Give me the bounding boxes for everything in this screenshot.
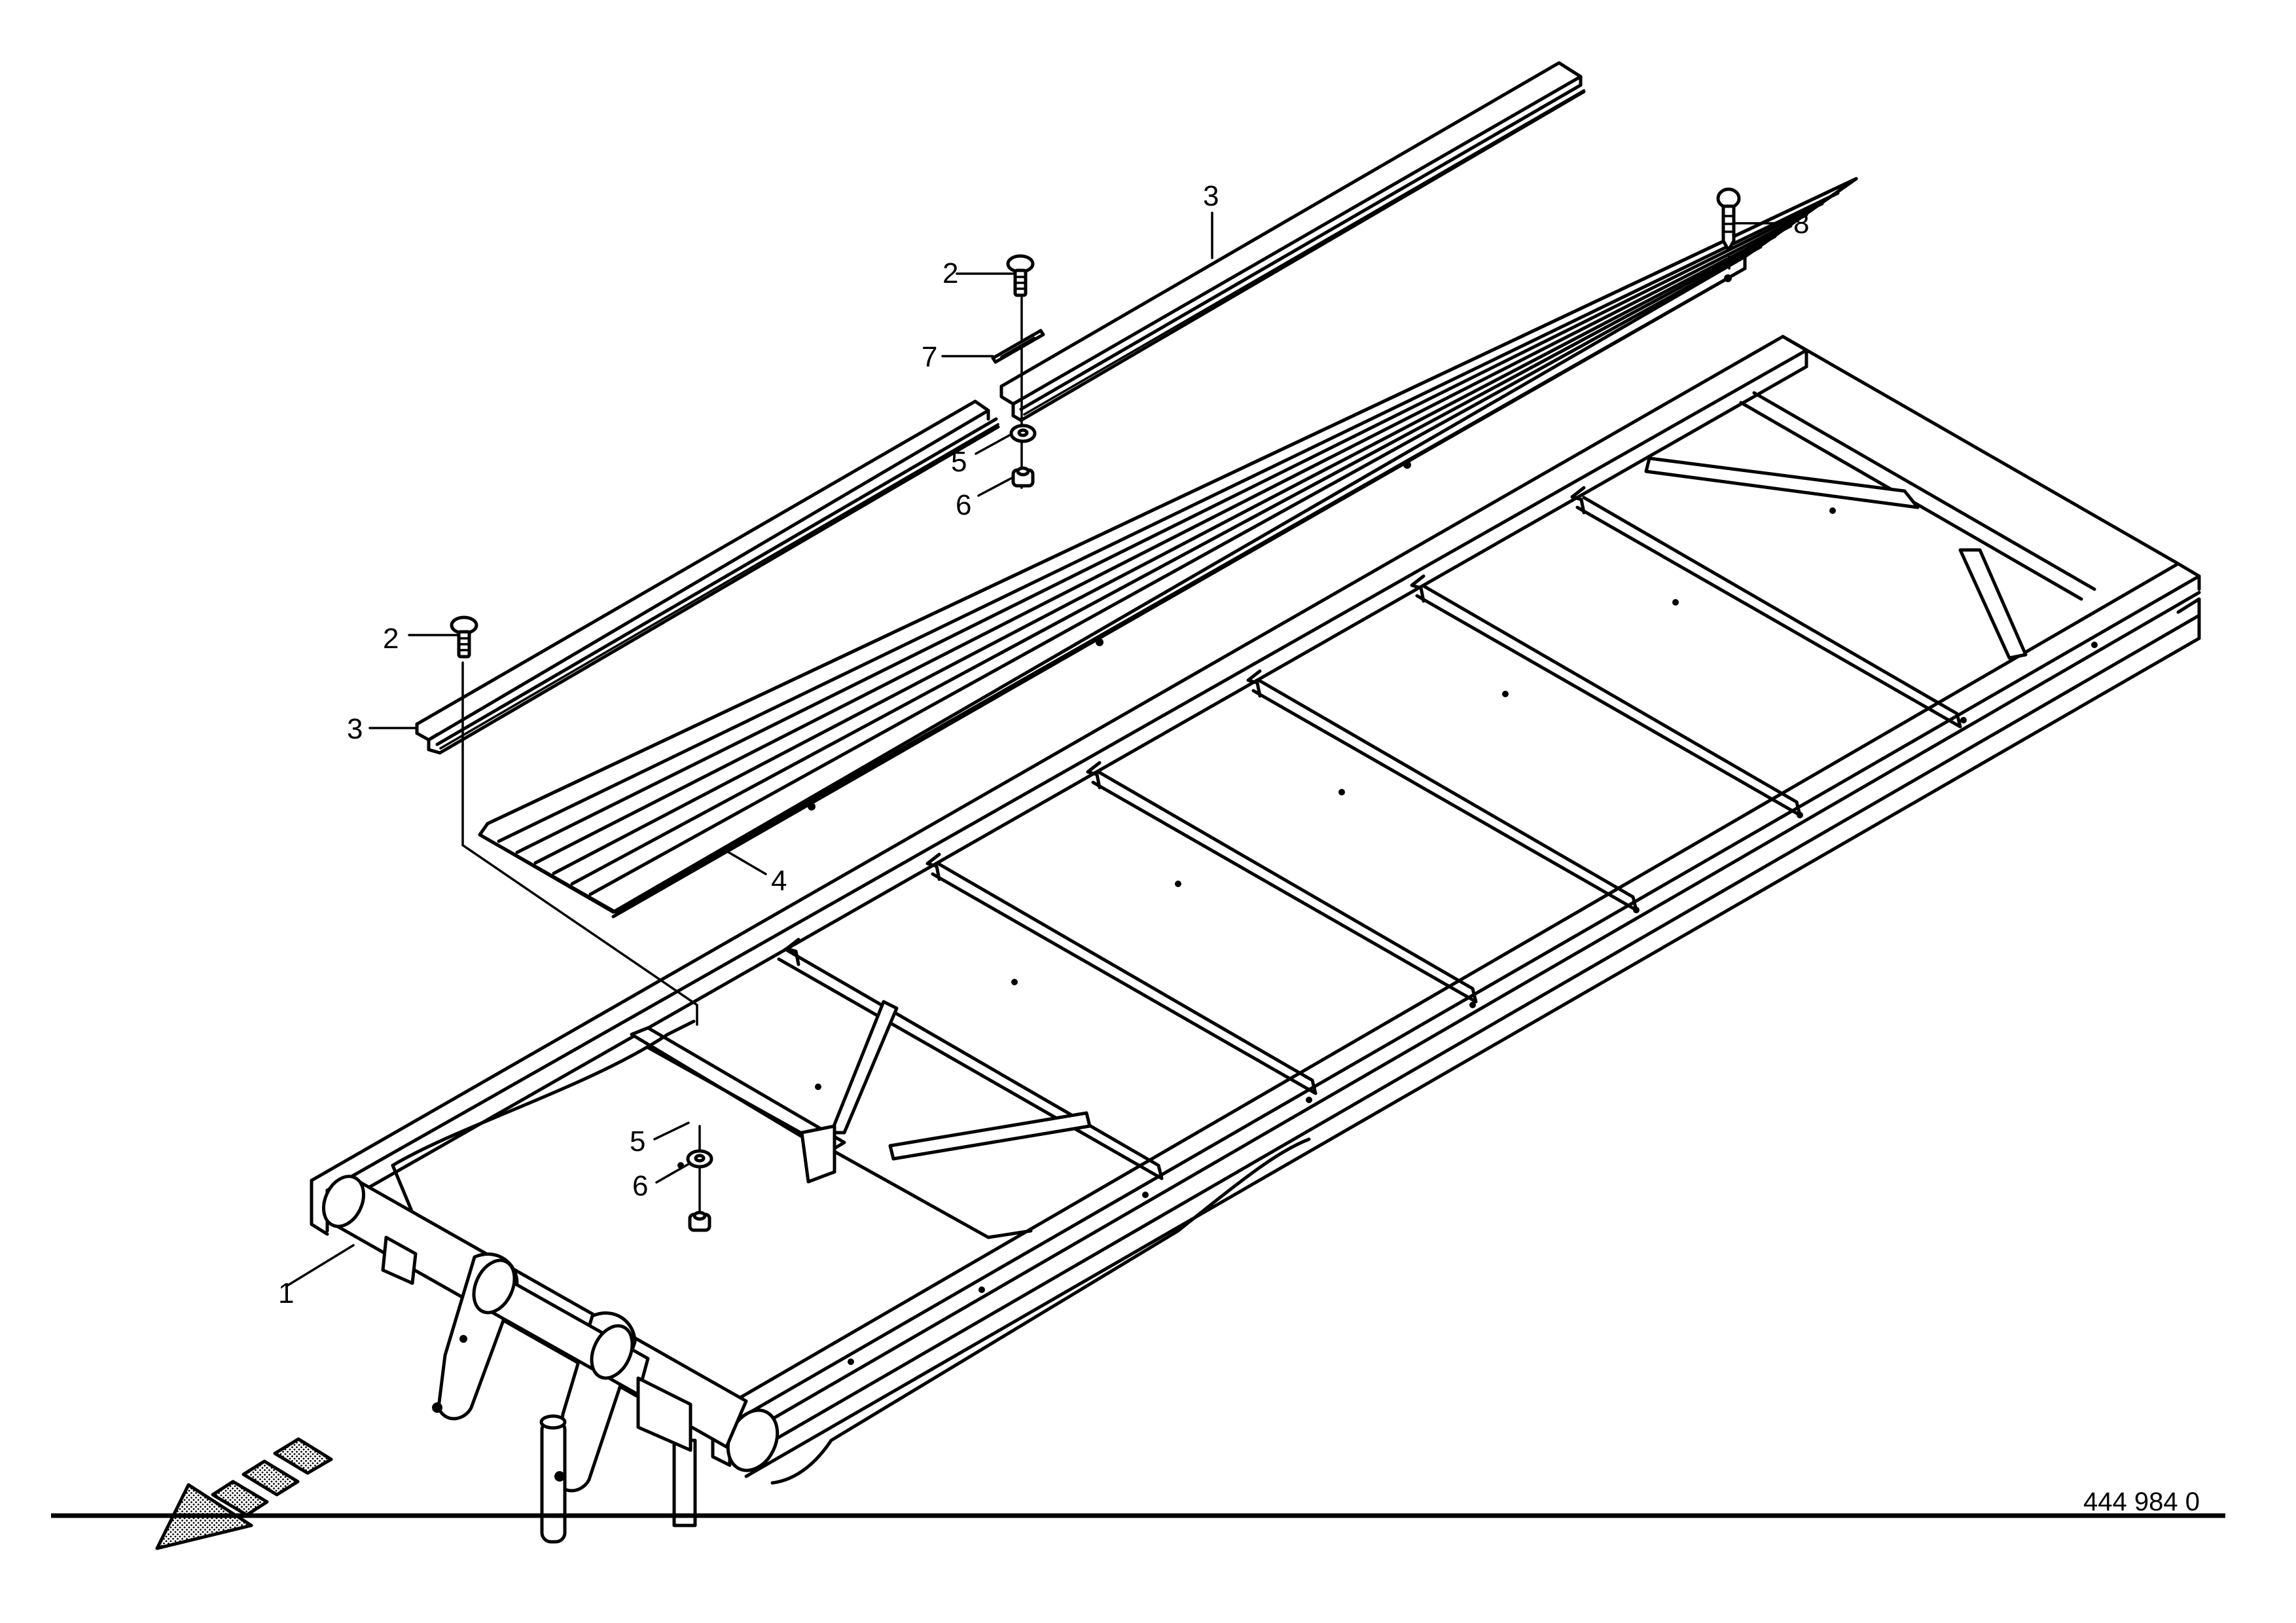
rear-tube-and-hitch <box>322 1175 748 1544</box>
side-rail-upper <box>999 61 1586 422</box>
callout-2-left: 2 <box>383 623 399 655</box>
callout-1: 1 <box>278 1277 294 1309</box>
drawing-number: 444 984 0 <box>2083 1487 2200 1516</box>
cross-members <box>777 496 1962 1180</box>
callout-4: 4 <box>771 865 787 897</box>
nut-upper <box>1011 466 1035 488</box>
bolt-left-assembly <box>450 615 698 1026</box>
callout-3-left: 3 <box>347 713 363 745</box>
bolt-stack-upper <box>991 254 1045 489</box>
clamp-plate <box>991 329 1045 364</box>
callout-5-upper: 5 <box>951 446 967 478</box>
side-rail-left <box>415 399 1000 755</box>
carriage-bolt-upper <box>1006 254 1035 297</box>
callout-2-upper: 2 <box>942 257 958 289</box>
callout-6-upper: 6 <box>956 489 971 521</box>
floor-deck <box>478 177 1858 919</box>
callout-6-lower: 6 <box>632 1170 648 1202</box>
travel-direction-arrow-icon <box>155 1437 333 1550</box>
cross-member-brackets <box>785 486 1586 966</box>
callout-labels: 1 2 2 3 3 4 5 6 5 6 7 8 <box>278 180 1809 1309</box>
callout-5-lower: 5 <box>630 1125 645 1158</box>
bolt-stack-lower <box>686 1125 713 1232</box>
nut-lower <box>688 1211 711 1232</box>
callout-7: 7 <box>922 341 937 373</box>
wood-screw <box>1716 187 1741 270</box>
callout-3-upper: 3 <box>1203 180 1219 212</box>
washer-upper <box>1009 424 1037 443</box>
leader-lines <box>287 211 1791 1286</box>
callout-8: 8 <box>1793 208 1809 240</box>
chassis-frame <box>310 335 2201 1485</box>
carriage-bolt-left <box>450 615 478 659</box>
washer-lower <box>686 1149 713 1169</box>
